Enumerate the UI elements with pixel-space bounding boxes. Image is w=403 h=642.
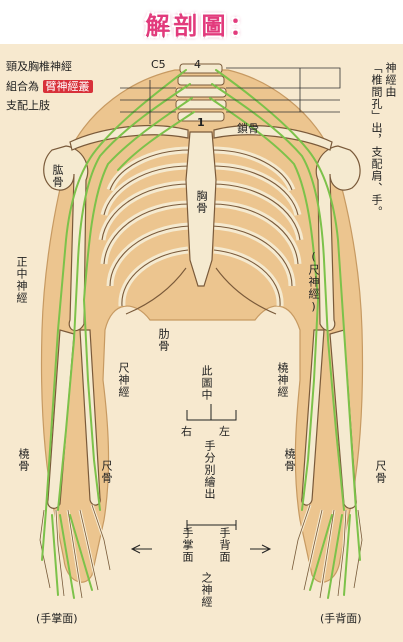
intro-line-1: 頸及胸椎神經 xyxy=(6,60,72,73)
vertebra-label-4: 4 xyxy=(194,58,201,71)
rib-cage xyxy=(98,146,304,315)
caption-back-side: (手背面) xyxy=(320,612,362,625)
title-bar: 解剖圖： xyxy=(0,0,403,44)
center-note-right: 右 xyxy=(181,425,192,438)
clavicles xyxy=(69,124,333,151)
label-ulna-left: 尺骨 xyxy=(100,460,113,484)
center-note-bottom: 之神經 xyxy=(200,572,213,608)
right-note-col-1: 神經由 xyxy=(384,62,397,98)
label-radius-right: 橈骨 xyxy=(283,448,296,472)
label-humerus: 肱骨 xyxy=(51,164,64,188)
center-note-left: 左 xyxy=(219,425,230,438)
label-clavicle: 鎖骨 xyxy=(237,122,259,135)
label-ulna-right: 尺骨 xyxy=(374,460,387,484)
intro-line-3: 支配上肢 xyxy=(6,99,50,112)
caption-palm-side: (手掌面) xyxy=(36,612,78,625)
label-median-nerve: 正中神經 xyxy=(15,256,28,304)
label-radius-left: 橈骨 xyxy=(17,448,30,472)
center-note-back: 手背面 xyxy=(218,527,231,563)
left-arm-bones xyxy=(38,145,112,599)
sternum xyxy=(185,131,217,287)
page-title: 解剖圖： xyxy=(145,12,258,40)
intro-line-2: 組合為 臂神經叢 xyxy=(6,80,93,93)
label-ulnar-nerve-left: 尺神經 xyxy=(117,362,130,398)
center-bracket xyxy=(130,404,272,554)
center-note-middle: 手分別繪出 xyxy=(203,440,216,500)
vertebra-label-c5: C5 xyxy=(151,58,166,71)
label-sternum: 胸骨 xyxy=(195,190,208,214)
label-ulnar-nerve-right: (尺神經) xyxy=(307,250,320,314)
cervical-vertebrae xyxy=(175,63,227,122)
vertebra-brackets xyxy=(120,67,341,124)
right-note-col-2: 「椎間孔」出，支配肩、手。 xyxy=(370,62,383,218)
brachial-plexus-highlight: 臂神經叢 xyxy=(42,80,93,93)
vertebra-label-1: 1 xyxy=(197,116,205,129)
center-note-palm: 手掌面 xyxy=(181,527,194,563)
label-rib: 肋骨 xyxy=(157,328,170,352)
label-radial-nerve: 橈神經 xyxy=(276,362,289,398)
center-note-top: 此圖中 xyxy=(200,365,213,401)
intro-line-2-prefix: 組合為 xyxy=(6,80,39,93)
nerve-network xyxy=(41,69,361,599)
